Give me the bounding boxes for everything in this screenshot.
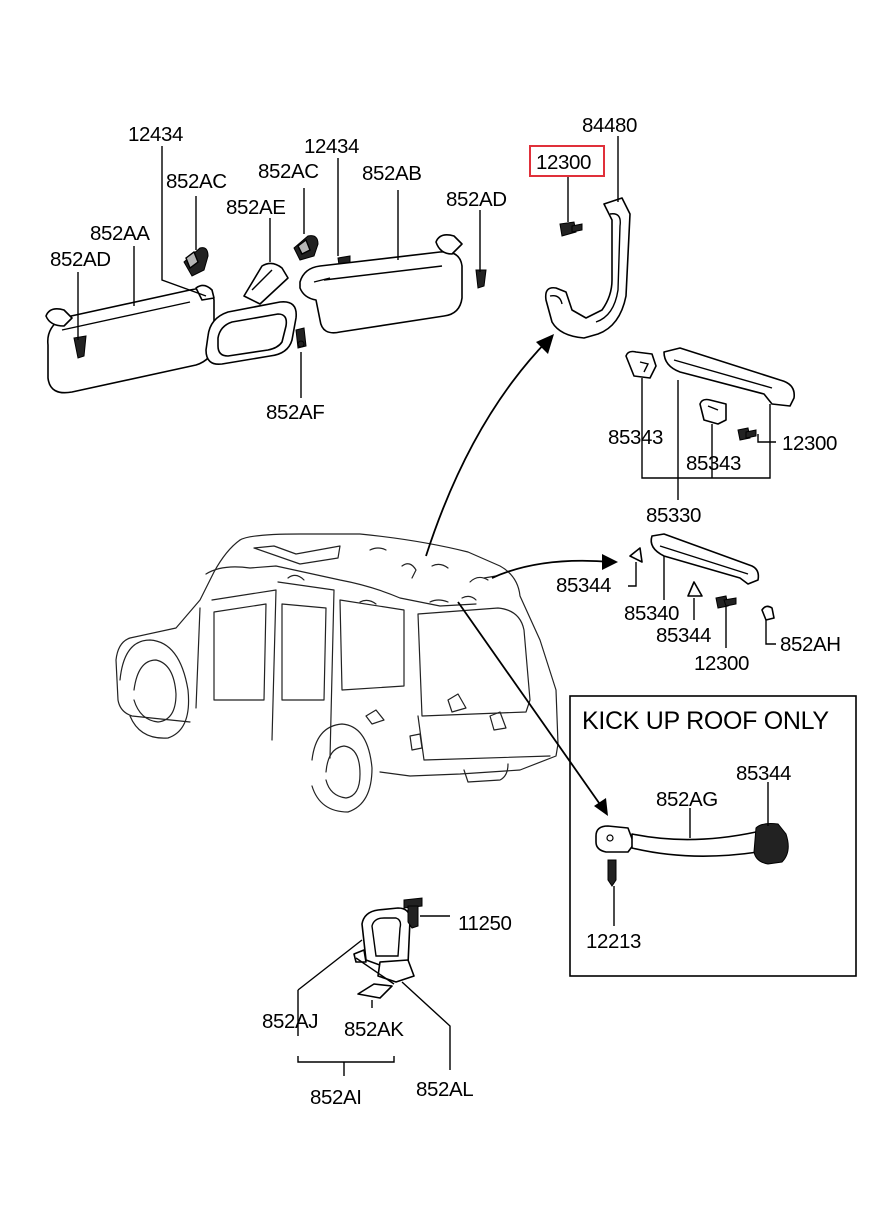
label-12434-a: 12434 [128,123,183,146]
sun-visor-left [45,284,215,394]
visor-clip-center [293,235,319,261]
label-85343-b: 85343 [686,452,741,475]
label-85344-c: 85344 [736,762,791,785]
label-85340: 85340 [624,602,679,625]
mirror-screw [295,327,307,349]
rear-view-mirror [205,262,297,366]
label-852aj: 852AJ [262,1010,318,1033]
assist-grip [544,197,631,339]
label-852ac-a: 852AC [166,170,227,193]
grip-screw [559,221,583,237]
label-852af: 852AF [266,401,324,424]
label-85343-a: 85343 [608,426,663,449]
bracket-852ai [353,897,423,999]
label-85344-b: 85344 [656,624,711,647]
leaders-85340 [628,556,776,648]
label-852aa: 852AA [90,222,150,245]
label-852ak: 852AK [344,1018,404,1041]
vehicle-outline [115,533,559,813]
label-852ae: 852AE [226,196,286,219]
label-852ab: 852AB [362,162,422,185]
label-852ad-right: 852AD [446,188,507,211]
label-12300-b: 12300 [694,652,749,675]
leaders-bracket [297,915,451,1076]
label-12300-a: 12300 [782,432,837,455]
label-852al: 852AL [416,1078,473,1101]
leaders-visor [77,146,481,398]
sun-visor-right [299,234,487,334]
label-852ag: 852AG [656,788,718,811]
label-85344-a: 85344 [556,574,611,597]
label-852ac-b: 852AC [258,160,319,183]
arrows-vehicle [425,334,618,816]
label-852ai: 852AI [310,1086,362,1109]
label-85330: 85330 [646,504,701,527]
label-11250: 11250 [458,912,511,935]
label-852ad-left: 852AD [50,248,111,271]
roof-handle-85340 [629,533,775,621]
label-12434-b: 12434 [304,135,359,158]
visor-clip-left [183,247,209,277]
highlight-box [529,145,605,177]
label-84480: 84480 [582,114,637,137]
label-12213: 12213 [586,930,641,953]
kick-up-roof-box [569,695,857,977]
strap-852ag [595,823,789,887]
leaders-85330 [641,378,776,500]
kick-up-roof-title: KICK UP ROOF ONLY [582,707,829,735]
roof-handle-85330 [625,347,796,441]
label-852ah: 852AH [780,633,841,656]
label-12300-highlighted: 12300 [536,151,591,174]
leaders-kick [613,782,769,926]
